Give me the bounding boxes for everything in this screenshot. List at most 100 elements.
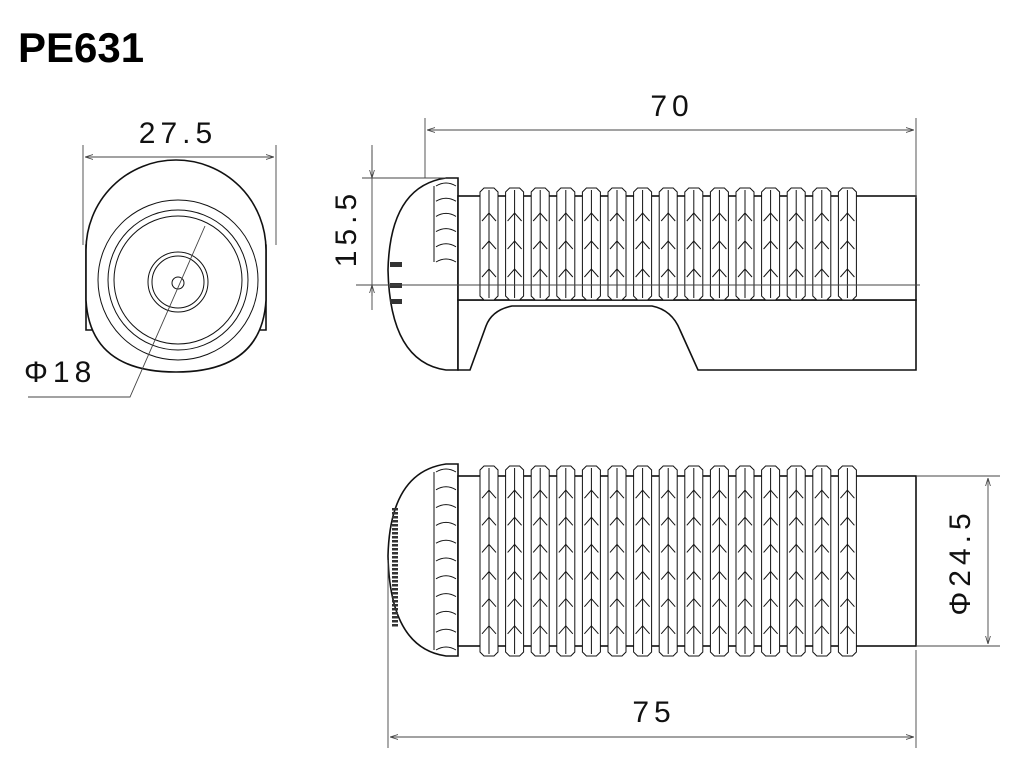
grip-rib-bump bbox=[763, 570, 778, 580]
knurl-mark bbox=[392, 540, 398, 543]
grip-rib-bump bbox=[737, 240, 753, 250]
grip-rib-bump bbox=[481, 543, 497, 553]
top-view-cap-ribs bbox=[433, 468, 457, 651]
top-view bbox=[387, 463, 917, 657]
length-top-label: 70 bbox=[650, 90, 693, 123]
grip-rib-bump bbox=[481, 625, 497, 635]
grip-rib-bump bbox=[788, 516, 804, 526]
grip-rib-bump bbox=[558, 570, 574, 580]
cap-rib bbox=[435, 197, 457, 202]
grip-rib-bump bbox=[763, 597, 778, 608]
grip-rib-bump bbox=[788, 597, 804, 608]
grip-rib-bump bbox=[532, 570, 548, 580]
knurl-mark bbox=[392, 520, 398, 523]
knurl-mark bbox=[392, 600, 398, 603]
grip-rib-bump bbox=[737, 268, 753, 278]
grip-rib-bump bbox=[788, 543, 804, 553]
grip-rib-bump bbox=[763, 212, 778, 222]
knurl-mark bbox=[392, 532, 398, 535]
grip-rib-bump bbox=[737, 543, 753, 553]
grip-rib-bump bbox=[712, 625, 727, 635]
grip-rib-bump bbox=[558, 543, 574, 553]
grip-rib-bump bbox=[737, 516, 753, 526]
grip-rib-bump bbox=[737, 570, 753, 580]
cap-rib bbox=[435, 610, 457, 615]
cap-rib bbox=[435, 646, 457, 651]
grip-rib-bump bbox=[660, 625, 676, 635]
grip-rib-bump bbox=[635, 570, 650, 580]
grip-rib-bump bbox=[481, 489, 497, 499]
grip-rib-bump bbox=[507, 240, 522, 250]
grip-rib-bump bbox=[635, 597, 650, 608]
grip-rib-bump bbox=[840, 212, 855, 222]
knurl-mark bbox=[392, 508, 398, 511]
grip-rib-bump bbox=[814, 625, 830, 635]
grip-rib-bump bbox=[712, 516, 727, 526]
grip-rib-bump bbox=[584, 543, 599, 553]
cap-rib bbox=[435, 628, 457, 633]
grip-rib-bump bbox=[763, 516, 778, 526]
grip-rib-bump bbox=[763, 543, 778, 553]
knurl-mark bbox=[392, 516, 398, 519]
grip-rib-bump bbox=[788, 489, 804, 499]
grip-rib-bump bbox=[507, 212, 522, 222]
grip-rib-bump bbox=[763, 240, 778, 250]
knurl-mark bbox=[392, 608, 398, 611]
grip-rib-bump bbox=[660, 570, 676, 580]
knurl-mark bbox=[392, 556, 398, 559]
inner-dia-leader bbox=[28, 225, 206, 398]
cap-rib bbox=[435, 486, 457, 491]
grip-rib-bump bbox=[686, 489, 702, 499]
grip-rib-bump bbox=[788, 570, 804, 580]
grip-rib-bump bbox=[712, 268, 727, 278]
grip-rib-bump bbox=[660, 489, 676, 499]
grip-rib-bump bbox=[532, 597, 548, 608]
grip-rib-bump bbox=[712, 212, 727, 222]
grip-rib-bump bbox=[532, 543, 548, 553]
grip-rib-bump bbox=[532, 516, 548, 526]
side-view-cap-marks bbox=[390, 262, 402, 304]
knurl-mark bbox=[392, 604, 398, 607]
grip-rib-bump bbox=[788, 268, 804, 278]
grip-rib-bump bbox=[609, 212, 625, 222]
grip-rib-bump bbox=[532, 268, 548, 278]
grip-rib-bump bbox=[763, 268, 778, 278]
knurl-mark bbox=[392, 612, 398, 615]
grip-rib-bump bbox=[635, 625, 650, 635]
cap-rib bbox=[435, 539, 457, 544]
grip-rib-bump bbox=[712, 543, 727, 553]
grip-rib-bump bbox=[481, 570, 497, 580]
grip-rib-bump bbox=[712, 570, 727, 580]
grip-rib-bump bbox=[686, 543, 702, 553]
knurl-mark bbox=[392, 584, 398, 587]
grip-rib-bump bbox=[737, 212, 753, 222]
grip-rib-bump bbox=[609, 489, 625, 499]
grip-rib-bump bbox=[481, 212, 497, 222]
grip-rib-bump bbox=[558, 489, 574, 499]
cap-rib bbox=[435, 228, 457, 233]
side-view-cap-ribs bbox=[433, 182, 457, 263]
end-view-ring-outer bbox=[97, 199, 259, 361]
side-view-grip-ribs bbox=[479, 187, 857, 301]
end-width-label: 27.5 bbox=[139, 117, 217, 150]
grip-rib-bump bbox=[609, 625, 625, 635]
grip-rib-bump bbox=[507, 570, 522, 580]
grip-rib-bump bbox=[840, 597, 855, 608]
knurl-mark bbox=[392, 596, 398, 599]
grip-rib-bump bbox=[840, 268, 855, 278]
top-view-cap bbox=[387, 463, 459, 657]
grip-rib-bump bbox=[584, 625, 599, 635]
top-view-grip-ribs bbox=[479, 465, 857, 657]
knurl-mark bbox=[392, 536, 398, 539]
knurl-mark bbox=[392, 572, 398, 575]
grip-rib-bump bbox=[507, 625, 522, 635]
grip-rib-bump bbox=[584, 516, 599, 526]
grip-rib-bump bbox=[788, 625, 804, 635]
grip-rib-bump bbox=[814, 489, 830, 499]
grip-rib-bump bbox=[686, 570, 702, 580]
outer-dia-label: Φ24.5 bbox=[944, 508, 977, 615]
grip-rib-bump bbox=[660, 543, 676, 553]
knurl-mark bbox=[392, 552, 398, 555]
grip-rib-bump bbox=[814, 543, 830, 553]
